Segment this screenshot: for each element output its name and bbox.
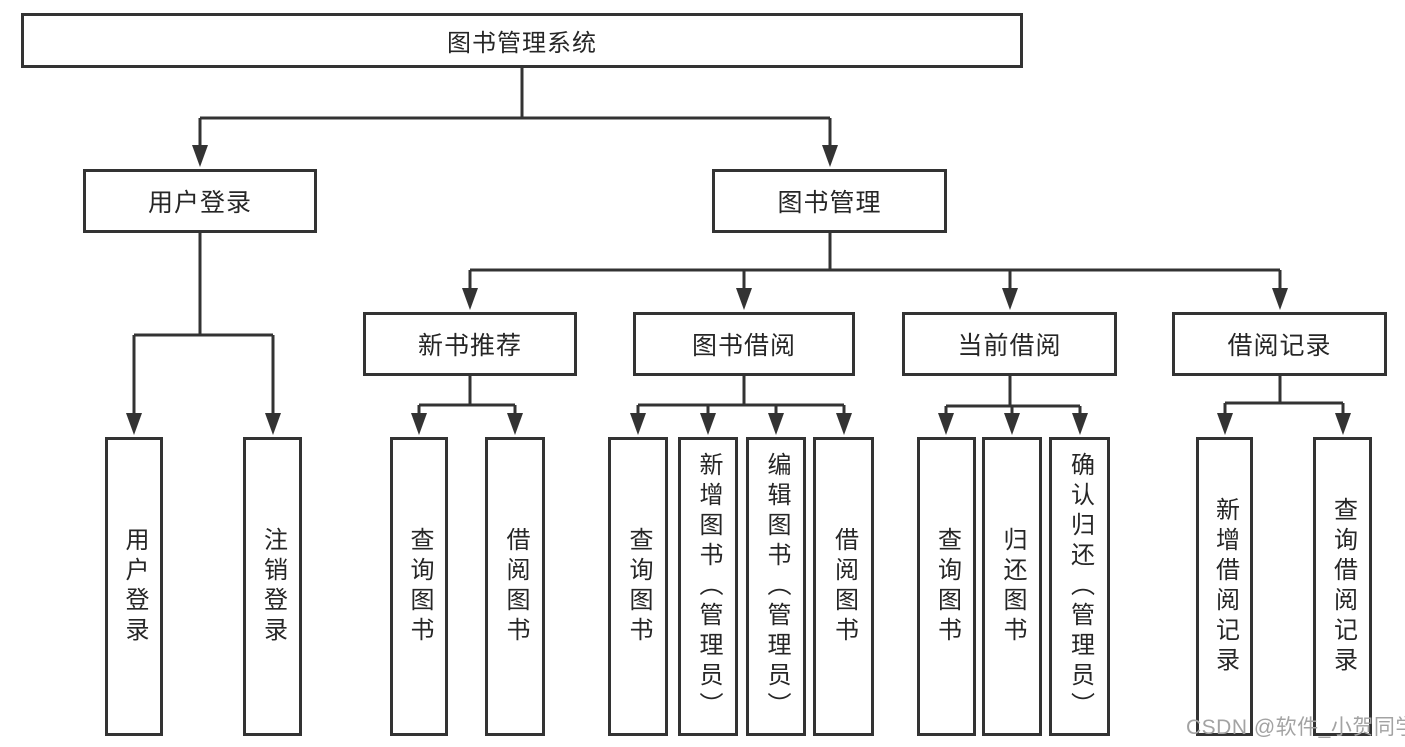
node-book-borrowing: 图书借阅 xyxy=(633,312,855,376)
arrowhead-current-borrowing xyxy=(1002,288,1018,310)
leaf-query-books-current-label: 查询图书 xyxy=(933,526,961,647)
arrowhead-return-book xyxy=(1004,413,1020,435)
node-current-borrowing: 当前借阅 xyxy=(902,312,1117,376)
connector-current-borrowing-children xyxy=(944,376,1082,415)
arrowhead-add-borrow-record xyxy=(1217,413,1233,435)
node-new-book-recommendation: 新书推荐 xyxy=(363,312,577,376)
node-book-management: 图书管理 xyxy=(712,169,947,233)
leaf-borrow-books-recommend-label: 借阅图书 xyxy=(502,526,529,647)
connector-new-book-recommendation-children xyxy=(417,376,517,415)
node-library-management-system: 图书管理系统 xyxy=(21,13,1023,68)
arrowhead-new-book-recommendation xyxy=(462,288,478,310)
leaf-borrow-books-borrowing-label: 借阅图书 xyxy=(830,526,858,647)
leaf-return-book: 归还图书 xyxy=(982,437,1042,736)
leaf-borrow-books-recommend: 借阅图书 xyxy=(485,437,545,736)
leaf-logout: 注销登录 xyxy=(243,437,302,736)
leaf-query-borrow-record-label: 查询借阅记录 xyxy=(1329,496,1357,677)
leaf-add-book-admin-label: 新增图书（管理员） xyxy=(695,451,722,722)
arrowhead-borrow-books-1 xyxy=(507,413,523,435)
leaf-confirm-return-admin-label: 确认归还（管理员） xyxy=(1066,451,1094,722)
connector-borrowing-records-children xyxy=(1223,376,1345,415)
arrowhead-confirm-return xyxy=(1072,413,1088,435)
leaf-user-login: 用户登录 xyxy=(105,437,163,736)
node-user-login: 用户登录 xyxy=(83,169,317,233)
leaf-query-books-current: 查询图书 xyxy=(917,437,976,736)
leaf-return-book-label: 归还图书 xyxy=(999,526,1026,647)
leaf-add-book-admin: 新增图书（管理员） xyxy=(678,437,738,736)
node-borrowing-records: 借阅记录 xyxy=(1172,312,1387,376)
leaf-query-borrow-record: 查询借阅记录 xyxy=(1313,437,1372,736)
connector-user-login-children xyxy=(132,233,275,415)
arrowhead-query-books-1 xyxy=(411,413,427,435)
arrowhead-user-login xyxy=(192,145,208,167)
leaf-add-borrow-record-label: 新增借阅记录 xyxy=(1211,496,1239,677)
arrowhead-leaf-user-login xyxy=(126,413,142,435)
arrowhead-borrow-books-2 xyxy=(836,413,852,435)
arrowhead-query-borrow-record xyxy=(1335,413,1351,435)
leaf-borrow-books-borrowing: 借阅图书 xyxy=(813,437,874,736)
arrowhead-query-books-3 xyxy=(938,413,954,435)
csdn-watermark: CSDN @软件_小贺同学 xyxy=(1186,716,1405,739)
arrowhead-borrowing-records xyxy=(1272,288,1288,310)
connector-root-to-level1 xyxy=(198,68,832,147)
leaf-query-books-recommend: 查询图书 xyxy=(390,437,448,736)
leaf-query-books-recommend-label: 查询图书 xyxy=(406,526,433,647)
arrowhead-add-book xyxy=(700,413,716,435)
leaf-add-borrow-record: 新增借阅记录 xyxy=(1196,437,1253,736)
arrowhead-book-borrowing xyxy=(736,288,752,310)
leaf-confirm-return-admin: 确认归还（管理员） xyxy=(1049,437,1110,736)
leaf-edit-book-admin: 编辑图书（管理员） xyxy=(746,437,806,736)
leaf-logout-label: 注销登录 xyxy=(259,526,287,647)
leaf-query-books-borrowing-label: 查询图书 xyxy=(625,526,652,647)
connector-book-management-children xyxy=(468,233,1282,290)
connector-book-borrowing-children xyxy=(636,376,846,415)
arrowhead-query-books-2 xyxy=(630,413,646,435)
leaf-query-books-borrowing: 查询图书 xyxy=(608,437,668,736)
leaf-edit-book-admin-label: 编辑图书（管理员） xyxy=(763,451,790,722)
arrowhead-book-management xyxy=(822,145,838,167)
arrowhead-edit-book xyxy=(768,413,784,435)
leaf-user-login-label: 用户登录 xyxy=(121,526,148,647)
arrowhead-leaf-logout xyxy=(265,413,281,435)
